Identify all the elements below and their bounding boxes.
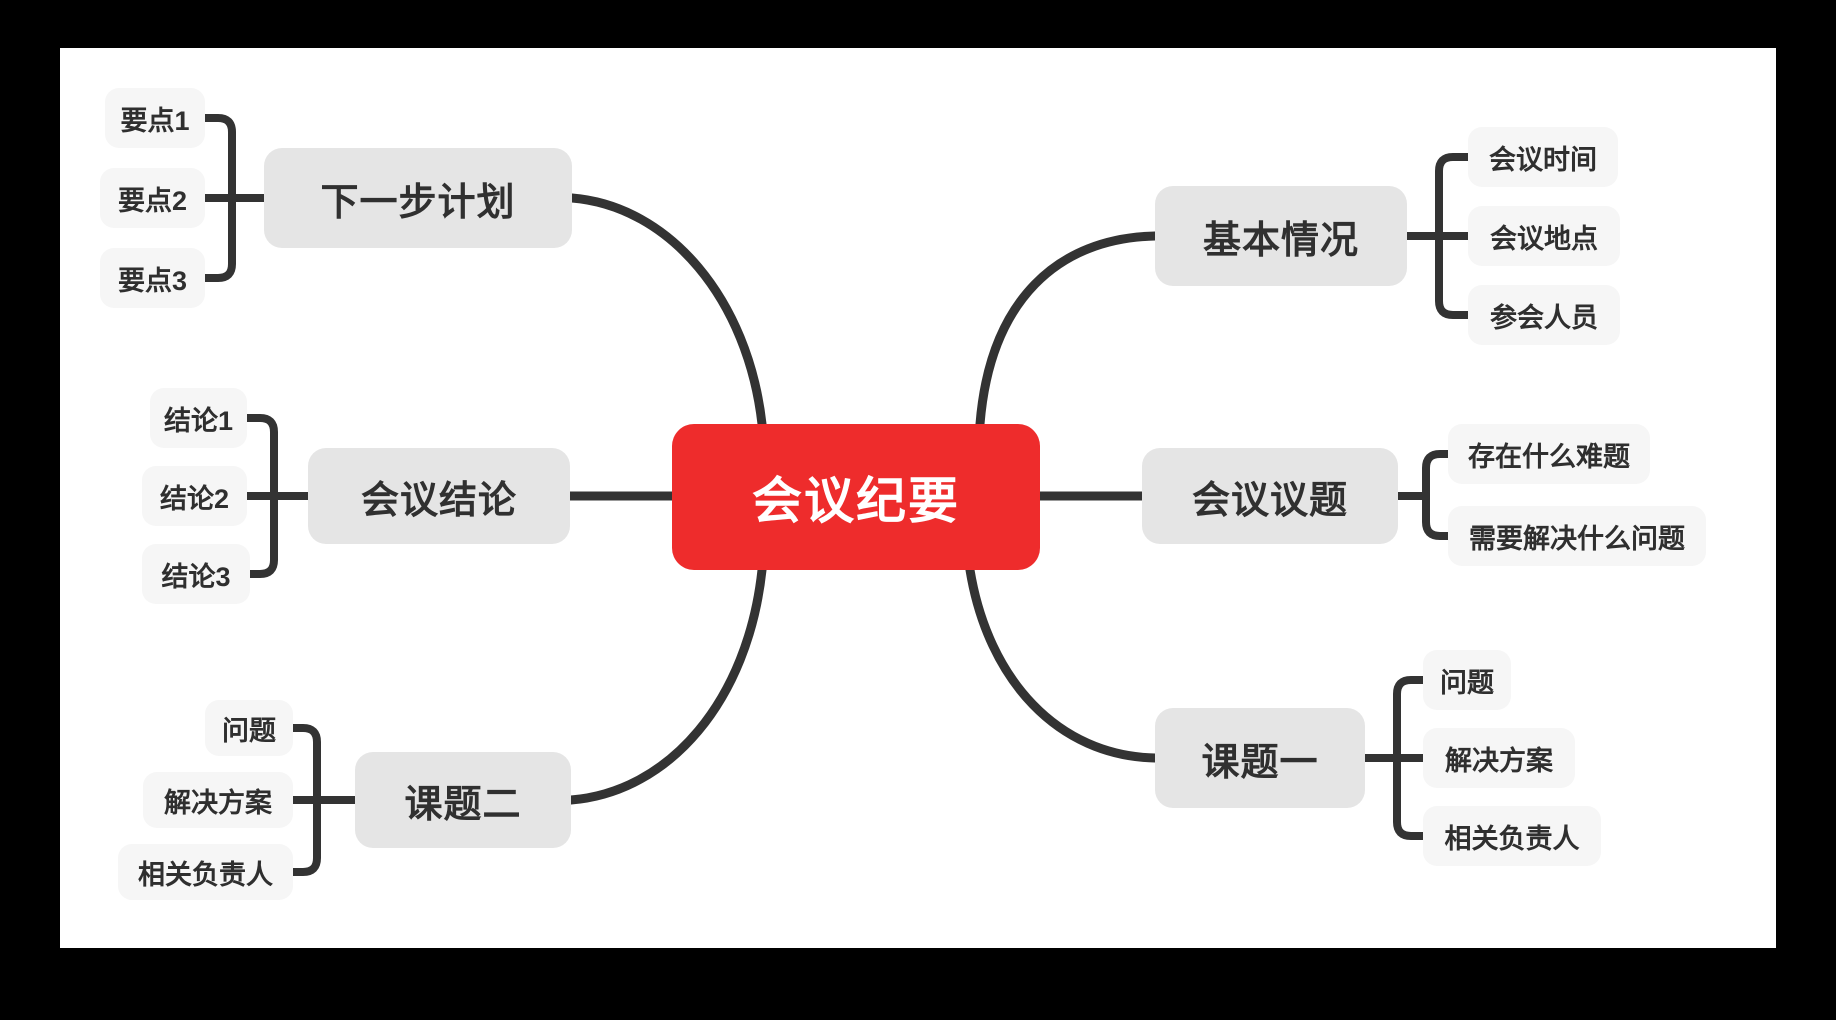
child-node-meeting-place[interactable]: 会议地点 [1468, 206, 1620, 266]
child-node-topic-one-owner[interactable]: 相关负责人 [1423, 806, 1601, 866]
child-node-topic-two-solution[interactable]: 解决方案 [143, 772, 293, 828]
branch-node-basic-info[interactable]: 基本情况 [1155, 186, 1407, 286]
child-node-point-2[interactable]: 要点2 [100, 168, 205, 228]
child-node-conclusion-3[interactable]: 结论3 [142, 544, 250, 604]
child-node-conclusion-1[interactable]: 结论1 [150, 388, 247, 448]
branch-node-next-steps[interactable]: 下一步计划 [264, 148, 572, 248]
branch-node-topic-one[interactable]: 课题一 [1155, 708, 1365, 808]
child-node-point-3[interactable]: 要点3 [100, 248, 205, 308]
child-node-topic-two-problem[interactable]: 问题 [205, 700, 293, 756]
child-node-difficulties[interactable]: 存在什么难题 [1448, 424, 1650, 484]
root-node[interactable]: 会议纪要 [672, 424, 1040, 570]
child-node-topic-two-owner[interactable]: 相关负责人 [118, 844, 293, 900]
child-node-point-1[interactable]: 要点1 [105, 88, 205, 148]
child-node-topic-one-problem[interactable]: 问题 [1423, 650, 1511, 710]
child-node-meeting-time[interactable]: 会议时间 [1468, 127, 1618, 187]
branch-node-topic-two[interactable]: 课题二 [355, 752, 571, 848]
child-node-attendees[interactable]: 参会人员 [1468, 285, 1620, 345]
branch-node-agenda[interactable]: 会议议题 [1142, 448, 1398, 544]
child-node-topic-one-solution[interactable]: 解决方案 [1423, 728, 1575, 788]
branch-node-conclusions[interactable]: 会议结论 [308, 448, 570, 544]
child-node-conclusion-2[interactable]: 结论2 [142, 466, 247, 526]
child-node-problems-to-solve[interactable]: 需要解决什么问题 [1448, 506, 1706, 566]
